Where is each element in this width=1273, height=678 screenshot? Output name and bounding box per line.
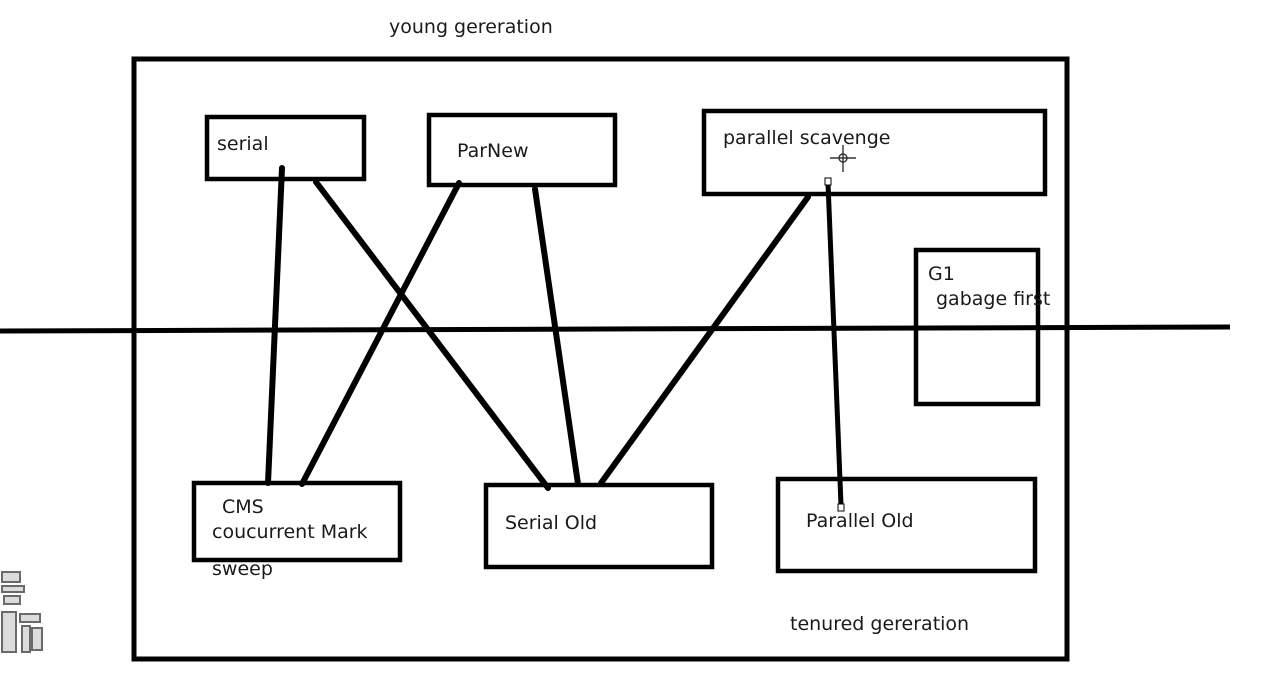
link-parnew-cms <box>299 180 462 487</box>
cms-box <box>191 480 403 563</box>
link-pscavenge-serialold <box>598 194 811 486</box>
tenured-generation-label: tenured gereration <box>790 613 970 635</box>
link-serial-cms <box>265 165 285 486</box>
serial-label: serial <box>217 133 269 155</box>
outer-frame <box>131 56 1070 662</box>
parnew-box <box>426 112 618 188</box>
g1-label: G1 <box>928 263 955 285</box>
watermark-logo-icon <box>1 571 43 653</box>
g1-subtitle-label: gabage first <box>936 288 1051 310</box>
link-parnew-serialold <box>532 186 581 487</box>
link-serial-serialold <box>313 179 551 491</box>
link-pscavenge-parallelold <box>825 180 844 508</box>
cms-label: CMS <box>222 496 264 518</box>
parallel-old-box <box>775 476 1038 574</box>
cms-subtitle-label: coucurrent Mark <box>212 521 368 543</box>
parnew-label: ParNew <box>457 140 529 162</box>
handle-bottom <box>837 503 845 512</box>
parallel-scavenge-label: parallel scavenge <box>723 127 891 149</box>
generation-divider <box>0 324 1231 334</box>
serial-box <box>204 114 367 182</box>
parallel-scavenge-box <box>701 108 1048 197</box>
crosshair-cursor-icon <box>830 145 856 172</box>
handle-top <box>824 177 832 186</box>
young-generation-label: young gereration <box>389 16 553 38</box>
serial-old-label: Serial Old <box>505 512 598 534</box>
cms-subtitle-label-2: sweep <box>212 558 273 580</box>
parallel-old-label: Parallel Old <box>806 510 914 532</box>
g1-box <box>913 247 1041 407</box>
